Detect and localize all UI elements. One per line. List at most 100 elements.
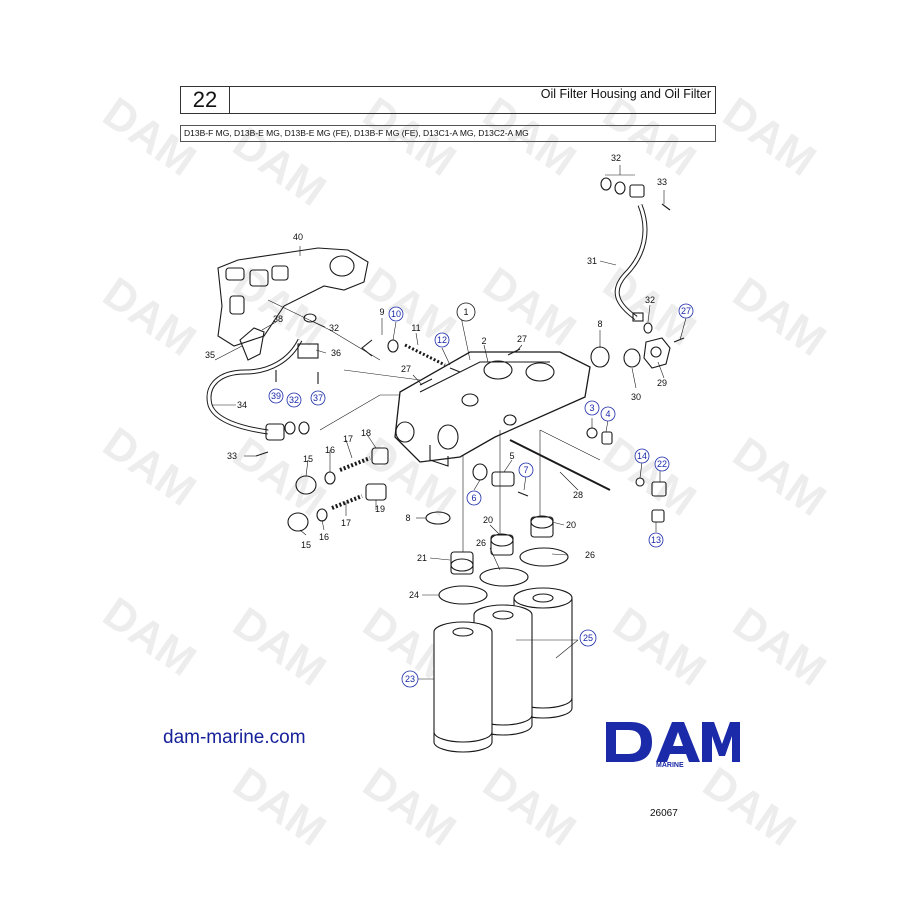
callout-26: 26 [585,550,595,560]
pipe-flange [629,184,645,198]
seal-32 [303,313,317,323]
leader-lines [212,165,687,680]
housing-outlet [429,445,449,467]
bolt-27 [673,337,685,343]
housing-2 [361,339,667,523]
dam-marine-logo: MARINE [604,718,742,775]
page-number: 22 [181,87,230,113]
seal-ring [614,181,626,195]
callout-circle [388,306,404,322]
o-ring-6 [472,463,488,481]
plug-15 [295,475,317,495]
callout-20: 20 [566,520,576,530]
spring-11 [404,343,446,367]
plug-13 [651,509,665,523]
callout-circle [310,390,326,406]
callout-1: 1 [463,307,468,317]
callout-circle [268,388,284,404]
piston-18 [371,447,389,465]
callout-15: 15 [301,540,311,550]
o-ring-16 [324,471,336,485]
washer-3 [586,427,598,439]
seal-ring [600,177,612,191]
callout-17: 17 [343,434,353,444]
filter-23-front [433,621,493,753]
callout-32: 32 [645,295,655,305]
callout-8: 8 [405,513,410,523]
dam-logo-icon [606,722,742,762]
seal-ring [284,421,296,435]
plug-4 [601,431,613,445]
nipple-20 [530,515,554,529]
callout-circle [401,670,419,688]
nipple-21 [450,551,474,575]
callout-15: 15 [303,454,313,464]
callout-26: 26 [476,538,486,548]
callout-circle [634,448,650,464]
callout-40: 40 [293,232,303,242]
callout-9: 9 [379,307,384,317]
nipple-21 [450,558,474,572]
callout-3: 3 [589,403,594,413]
callout-24: 24 [409,590,419,600]
bolt-12 [449,367,461,373]
pipe-flange [265,423,285,441]
callout-10: 10 [391,309,401,319]
plug-22 [651,481,667,497]
header-box: 22 Oil Filter Housing and Oil Filter [180,86,716,114]
callout-27: 27 [401,364,411,374]
sensor-5 [491,471,515,487]
screw-7 [517,491,529,497]
callout-16: 16 [319,532,329,542]
valve-9 [361,339,373,357]
callout-13: 13 [651,535,661,545]
callout-16: 16 [325,445,335,455]
nipple-20 [490,533,514,547]
callout-6: 6 [471,493,476,503]
page-title: Oil Filter Housing and Oil Filter [540,87,711,101]
callout-circle [434,332,450,348]
callout-circle [654,456,670,472]
callout-19: 19 [375,504,385,514]
washer-10 [387,339,399,353]
callout-4: 4 [605,409,610,419]
callout-35: 35 [205,350,215,360]
plug-15 [287,512,309,532]
bolt-28 [509,439,611,491]
spring-17 [339,456,371,472]
callout-22: 22 [657,459,667,469]
callout-5: 5 [509,451,514,461]
callout-circle [518,462,534,478]
drawing-number: 26067 [650,808,678,819]
callout-34: 34 [237,400,247,410]
callout-11: 11 [411,323,420,333]
gasket-24 [438,585,488,605]
callout-27: 27 [681,306,691,316]
callout-8: 8 [597,319,602,329]
callout-32: 32 [611,153,621,163]
callout-2: 2 [481,336,486,346]
pipe-34 [206,313,319,457]
callout-33: 33 [657,177,667,187]
seal-ring [298,421,310,435]
website-link[interactable]: dam-marine.com [163,727,306,748]
callout-28: 28 [573,490,583,500]
callout-32: 32 [329,323,339,333]
callout-38: 38 [273,314,283,324]
callout-25: 25 [583,633,593,643]
callout-36: 36 [331,348,341,358]
nipple-20 [530,516,554,538]
o-ring-16 [316,508,328,522]
spring-17 [331,494,363,510]
callout-circle [584,400,600,416]
models-list: D13B-F MG, D13B-E MG, D13B-E MG (FE), D1… [180,125,716,142]
callout-27: 27 [517,334,527,344]
bolt-27 [419,378,433,386]
plug-8 [590,346,610,368]
callout-circle [456,302,476,322]
callout-37: 37 [313,393,323,403]
callout-circle [648,532,664,548]
callout-23: 23 [405,674,415,684]
callout-circle [579,629,597,647]
callout-17: 17 [341,518,351,528]
